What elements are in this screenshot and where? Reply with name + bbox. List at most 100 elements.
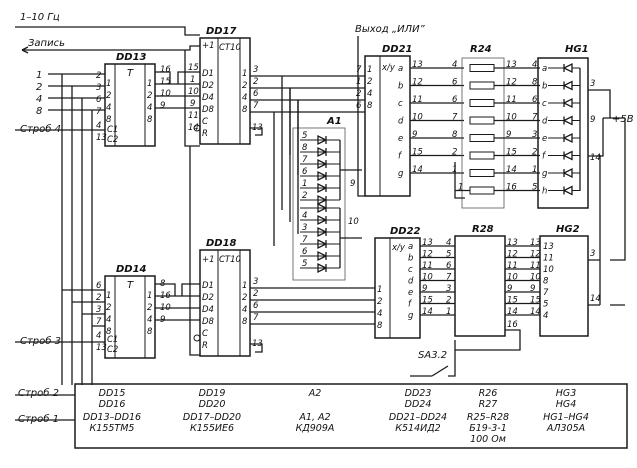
r24-tail (454, 162, 465, 199)
svg-text:10: 10 (348, 217, 359, 227)
svg-text:2: 2 (302, 191, 307, 201)
hg1-pin: 8 (532, 78, 538, 88)
svg-text:4: 4 (96, 331, 101, 341)
legend-value: 100 Ом (470, 434, 506, 445)
svg-text:7: 7 (356, 65, 362, 75)
hg2-seg-num: 7 (543, 288, 549, 298)
svg-text:6: 6 (96, 281, 102, 291)
write-wire (22, 45, 200, 51)
svg-text:D4: D4 (202, 305, 214, 315)
dd22-seg-letter: c (408, 265, 413, 275)
dd22-pin-num: 12 (422, 250, 433, 260)
dd17-type: CT10 (219, 43, 241, 53)
svg-text:10: 10 (188, 87, 199, 97)
svg-text:9: 9 (160, 101, 165, 111)
dd22-inputs (365, 287, 375, 325)
r24-pin-right: 12 (506, 78, 517, 88)
dd13-type: T (127, 68, 134, 79)
legend-value: DD17–DD20 (183, 412, 241, 423)
svg-text:14: 14 (590, 153, 601, 163)
supply-label: +5В (612, 114, 634, 125)
dd22-pin-num: 14 (422, 307, 433, 317)
hg2-seg-num: 8 (543, 277, 549, 287)
svg-text:8: 8 (147, 327, 153, 337)
svg-text:2: 2 (106, 303, 111, 313)
legend-ref: DD24 (405, 399, 432, 410)
legend-value: A1, A2 (298, 412, 330, 423)
dd21-pin-num: 10 (412, 113, 423, 123)
svg-text:3: 3 (590, 249, 595, 259)
hg2-seg-num: 5 (543, 300, 548, 310)
svg-text:8: 8 (242, 317, 248, 327)
svg-text:1: 1 (242, 281, 247, 291)
svg-text:1: 1 (190, 75, 195, 85)
svg-text:4: 4 (147, 103, 152, 113)
legend-value: DD21–DD24 (389, 412, 447, 423)
svg-text:2: 2 (253, 77, 258, 87)
legend-ref: DD20 (199, 399, 226, 410)
r24-pin-right: 13 (506, 60, 517, 70)
svg-text:C2: C2 (107, 345, 118, 355)
dd21-seg-letter: c (398, 99, 403, 109)
output-or-wire (357, 36, 365, 197)
legend-ref: HG3 (556, 388, 577, 399)
svg-text:5: 5 (302, 259, 307, 269)
svg-text:3: 3 (96, 83, 101, 93)
dd17-output-bus (250, 75, 365, 113)
dd21-pin-num: 14 (412, 165, 423, 175)
legend-ref: R27 (479, 399, 498, 410)
hg1-led (562, 62, 573, 74)
r28-pin-left: 4 (446, 238, 451, 248)
hg1-led (562, 167, 573, 179)
r24-resistor (469, 64, 495, 72)
hg2-display (539, 235, 589, 337)
svg-text:8: 8 (367, 101, 373, 111)
svg-text:2: 2 (96, 71, 101, 81)
dd21-seg-letter: e (398, 134, 403, 144)
r28-pin-left: 6 (446, 261, 452, 271)
hg1-display (537, 57, 589, 209)
hg1-seg-letter: e (542, 134, 547, 144)
dd21-seg-letter: b (398, 82, 403, 92)
svg-text:6: 6 (356, 101, 362, 111)
dd21-chip (364, 55, 411, 197)
svg-text:1: 1 (367, 65, 372, 75)
r24-pin-right: 9 (506, 130, 511, 140)
dd22-pin-num: 13 (422, 238, 433, 248)
hg1-seg-letter: b (542, 82, 547, 92)
reset-to-dd18 (189, 146, 200, 356)
r24-name: R24 (470, 44, 492, 55)
svg-text:3: 3 (253, 277, 258, 287)
hg1-pin: 5 (532, 183, 537, 193)
dd21-seg-letter: g (398, 169, 404, 179)
a1-outline (292, 127, 346, 281)
legend-value: АЛ305А (546, 423, 585, 434)
svg-text:4: 4 (302, 211, 307, 221)
switch-label: SA3.2 (418, 350, 447, 361)
hg1-led (562, 132, 573, 144)
svg-text:D8: D8 (202, 105, 215, 115)
r28-pin-left: 1 (446, 307, 451, 317)
hg2-seg-num: 10 (543, 265, 554, 275)
svg-text:C1: C1 (107, 125, 118, 135)
input-line-1: 1 (36, 70, 42, 81)
legend-value: К155ИЕ6 (190, 423, 234, 434)
svg-text:7: 7 (253, 101, 259, 111)
dd14-type: T (127, 280, 134, 291)
r24-pin-left: 2 (452, 148, 457, 158)
dd14-chip (104, 275, 156, 359)
dd21-seg-letter: d (398, 117, 404, 127)
svg-text:2: 2 (96, 293, 101, 303)
input-line-4: 4 (36, 94, 42, 105)
legend-ref: HG4 (556, 399, 577, 410)
svg-text:1: 1 (377, 285, 382, 295)
svg-text:4: 4 (242, 305, 247, 315)
r28-pin-left: 2 (446, 296, 451, 306)
r24-pin-left: 8 (452, 130, 458, 140)
svg-text:D2: D2 (202, 81, 214, 91)
dd22-type: x/y (391, 243, 406, 253)
svg-text:6: 6 (96, 95, 102, 105)
hg2-pin: 9 (530, 284, 535, 294)
svg-text:5: 5 (302, 131, 307, 141)
hg1-name: HG1 (565, 44, 589, 55)
